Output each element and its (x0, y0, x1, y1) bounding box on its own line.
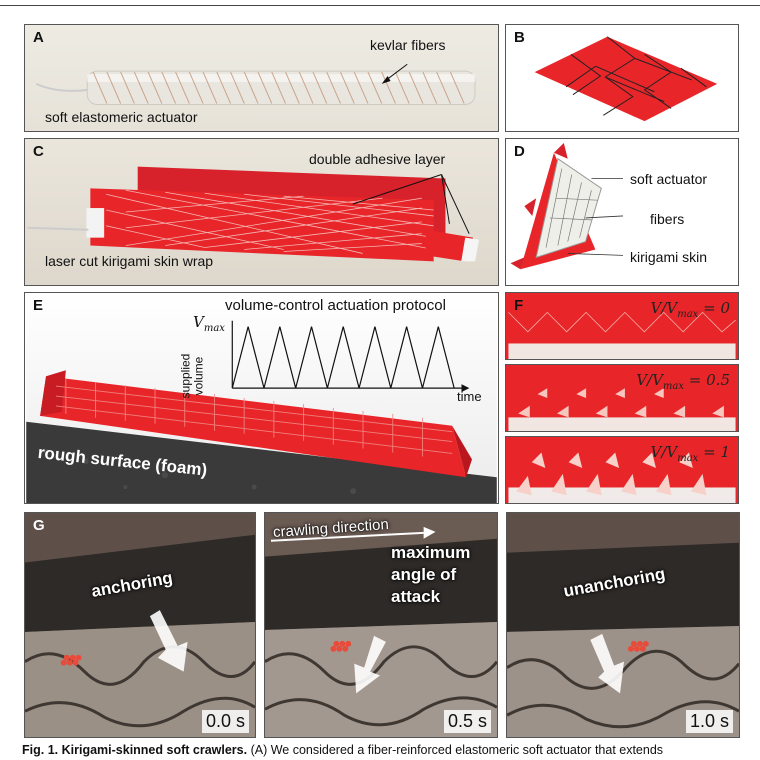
panel-label: C (33, 143, 44, 160)
kevlar-label: kevlar fibers (370, 37, 446, 53)
snake-image (25, 513, 255, 737)
ratio-value: = 1 (703, 443, 730, 461)
ratio-value: = 0 (703, 299, 730, 317)
panel-label: E (33, 297, 44, 314)
attack-line-1: maximum (391, 543, 471, 562)
ratio-1: V/Vmax = 1 (651, 443, 730, 464)
panel-a: A kevlar fibers soft elastomeric actuato… (24, 24, 499, 132)
actuator-caption: soft elastomeric actuator (45, 109, 198, 125)
ratio-text: V/V (650, 443, 678, 461)
vmax-label: Vmax (193, 313, 225, 334)
panel-d: D soft actuator fibers kirigami skin (505, 138, 739, 286)
panel-g-frame-1: crawling direction maximum angle of atta… (264, 512, 498, 738)
panel-label: A (33, 29, 44, 46)
ratio-text: V/V (636, 371, 663, 389)
vmax-symbol: V (193, 313, 204, 331)
panel-label: D (514, 143, 525, 160)
panel-f-1: V/Vmax = 0.5 (505, 364, 739, 432)
skin-flat-image (508, 311, 736, 359)
time-axis-label: time (457, 389, 482, 404)
ratio-text: V/V (650, 299, 678, 317)
ratio-half: V/Vmax = 0.5 (636, 371, 730, 392)
attack-line-3: attack (391, 587, 441, 606)
kirigami-pattern-diagram (534, 36, 718, 122)
panel-b: B (505, 24, 739, 132)
d-kirigami-skin: kirigami skin (630, 249, 708, 265)
panel-g-frame-0: G anchoring 0.0 s (24, 512, 256, 738)
attack-line-2: angle of (391, 565, 457, 584)
supplied-volume-label: supplied volume (178, 354, 206, 399)
panel-f-0: F V/Vmax = 0 (505, 292, 739, 360)
snake-image (265, 513, 497, 737)
timestamp: 1.0 s (685, 710, 733, 733)
cross-section-diagram (510, 142, 624, 270)
ratio-0: V/Vmax = 0 (651, 299, 730, 320)
ratio-sub: max (677, 453, 699, 464)
panel-label: F (514, 297, 524, 314)
timestamp: 0.5 s (443, 710, 491, 733)
panel-e: E volume-control actuation protocol Vmax… (24, 292, 499, 504)
ratio-sub: max (677, 309, 699, 320)
timestamp: 0.0 s (201, 710, 249, 733)
panel-label: B (514, 29, 525, 46)
crawler-on-foam-image (26, 293, 497, 503)
kirigami-caption: laser cut kirigami skin wrap (45, 253, 214, 269)
actuator-image (35, 63, 476, 105)
snake-image (507, 513, 739, 737)
protocol-title: volume-control actuation protocol (225, 297, 446, 314)
kirigami-wrap-image (27, 166, 480, 262)
caption-body: (A) We considered a fiber-reinforced ela… (250, 743, 664, 757)
top-rule (0, 5, 760, 6)
panel-f-2: V/Vmax = 1 (505, 436, 739, 504)
caption-prefix: Fig. 1. (22, 743, 59, 757)
skin-full-image (508, 452, 736, 503)
adhesive-label: double adhesive layer (309, 151, 446, 167)
ylabel-line2: volume (191, 356, 206, 396)
ratio-value: = 0.5 (688, 371, 730, 389)
panel-c: C double adhesive layer laser cut kiriga… (24, 138, 499, 286)
ratio-sub: max (662, 381, 685, 392)
d-soft-actuator: soft actuator (630, 171, 708, 187)
d-fibers: fibers (650, 211, 685, 227)
panel-label: G (33, 517, 45, 534)
caption-title: Kirigami-skinned soft crawlers. (61, 743, 248, 757)
skin-half-image (508, 388, 736, 431)
panel-g-frame-2: unanchoring 1.0 s (506, 512, 740, 738)
figure-caption: Fig. 1. Kirigami-skinned soft crawlers. … (22, 743, 760, 757)
vmax-subscript: max (203, 323, 225, 334)
